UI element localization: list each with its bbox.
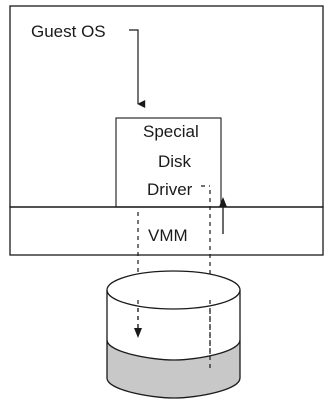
- driver-label-special: Special: [143, 122, 199, 141]
- driver-label-driver: Driver: [147, 180, 193, 199]
- driver-to-disk-arrowhead: [134, 328, 142, 338]
- vmm-label: VMM: [148, 226, 188, 245]
- disk-shaded-section: [107, 340, 240, 398]
- disk-cylinder: [106, 270, 241, 399]
- guest-os-request-line: [129, 29, 146, 108]
- vmm-to-driver-arrowhead: [219, 197, 227, 207]
- guest-os-label: Guest OS: [31, 22, 106, 41]
- driver-label-disk: Disk: [158, 152, 192, 171]
- disk-top: [106, 270, 241, 310]
- special-disk-driver-box: [115, 117, 222, 208]
